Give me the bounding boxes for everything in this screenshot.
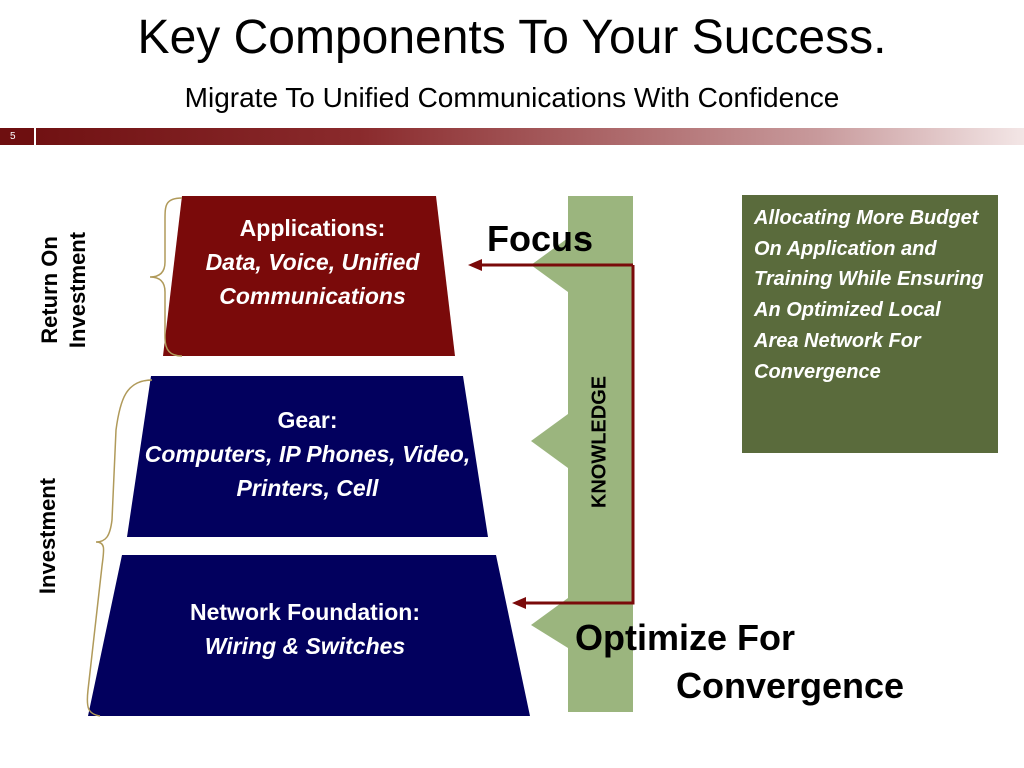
roi-line-2: Investment [65,231,90,349]
tier-gear-detail: Computers, IP Phones, Video, Printers, C… [144,441,471,501]
return-on-investment-label: Return On Investment [36,220,92,360]
optimize-label-line1: Optimize For [575,617,796,658]
investment-brace [86,379,153,717]
tier-network-foundation [88,555,530,716]
tier-applications [163,196,455,356]
tier-gear-heading: Gear: [277,407,338,433]
knowledge-label: KNOWLEDGE [588,375,611,509]
tier-network-heading: Network Foundation: [190,599,420,625]
title-divider-bar [0,128,1024,145]
tier-applications-label: Applications: Data, Voice, Unified Commu… [190,211,435,313]
tier-network-detail: Wiring & Switches [204,633,406,659]
arrowhead-to-network [512,597,526,609]
focus-connector-line [478,263,635,605]
slide-number-box [0,128,36,145]
tier-gear [127,376,488,537]
knowledge-bar [531,196,633,712]
investment-label: Investment [35,477,60,595]
focus-label: Focus [487,218,594,259]
budget-note-box: Allocating More Budget On Application an… [742,195,998,453]
tier-gear-label: Gear: Computers, IP Phones, Video, Print… [140,403,475,505]
tier-applications-heading: Applications: [239,215,386,241]
slide-subtitle: Migrate To Unified Communications With C… [184,82,840,113]
slide-title: Key Components To Your Success. [137,11,887,64]
optimize-label-line2: Convergence [676,665,905,706]
slide-number: 5 [10,131,16,142]
roi-brace [149,197,183,357]
roi-line-1: Return On [37,236,62,344]
arrowhead-to-applications [468,259,482,271]
tier-network-label: Network Foundation: Wiring & Switches [130,595,480,663]
tier-applications-detail: Data, Voice, Unified Communications [205,249,420,309]
budget-note-text: Allocating More Budget On Application an… [754,207,984,383]
